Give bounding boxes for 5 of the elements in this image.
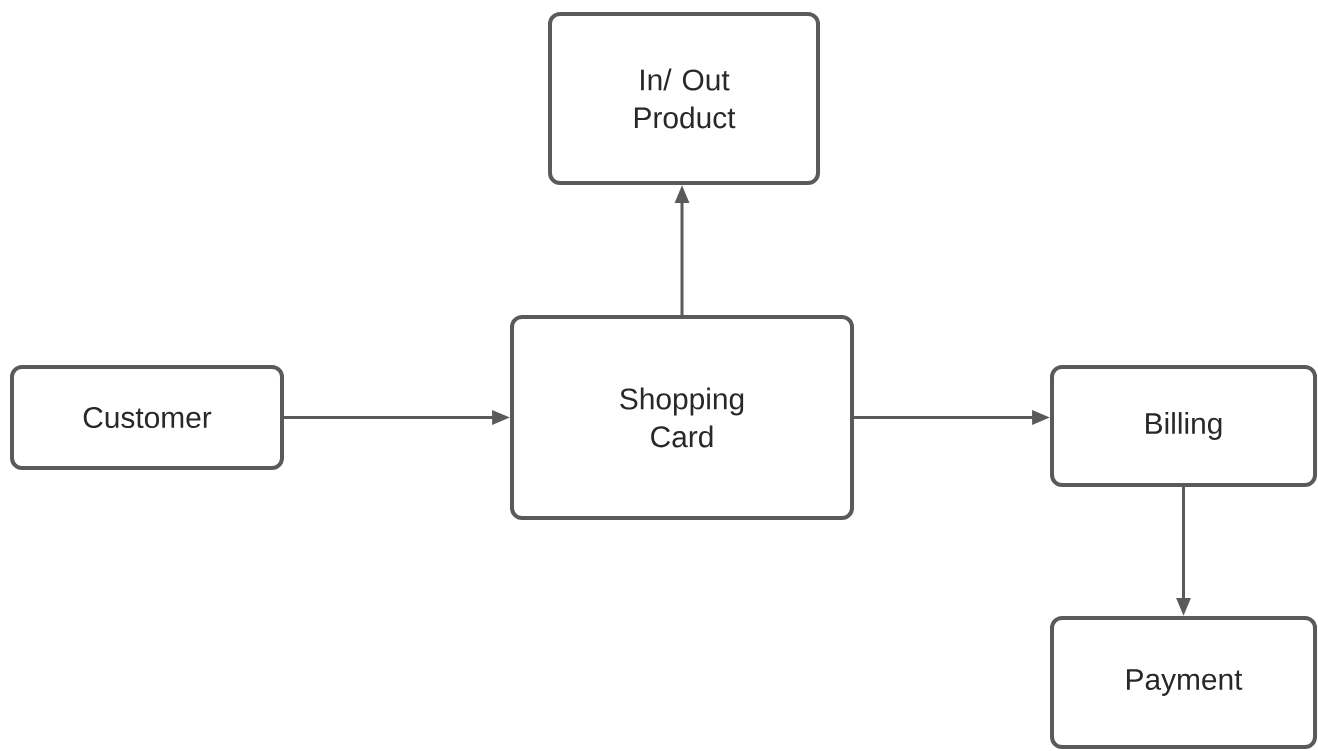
process-box: Billing: [1050, 365, 1317, 487]
process-box: Payment: [1050, 616, 1317, 749]
process-box: In/ Out Product: [548, 12, 820, 185]
process-box: Customer: [10, 365, 284, 470]
process-box: Shopping Card: [510, 315, 854, 520]
